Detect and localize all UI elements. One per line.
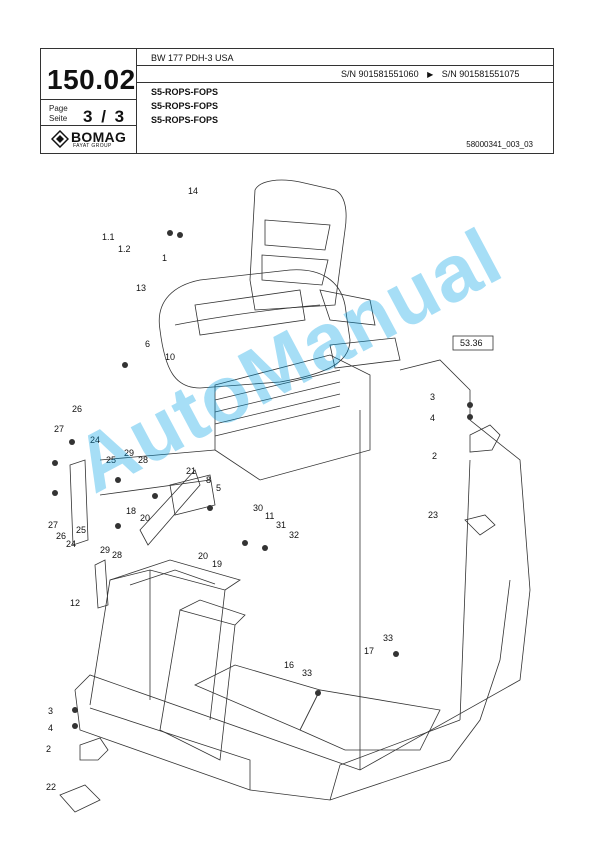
callout-label: 26 [56,531,66,541]
callout-label: 33 [383,633,393,643]
serial-range: S/N 901581551060 ▶ S/N 901581551075 [341,69,519,79]
diagram-fasteners [52,230,473,729]
callout-label: 29 [124,448,134,458]
brand-name: BOMAG [71,129,127,145]
callout-label: 5 [216,483,221,493]
callout-label: 17 [364,646,374,656]
callout-label: 14 [188,186,198,196]
header-box: 150.02 Page Seite 3 / 3 BOMAG FAYAT GROU… [40,48,554,154]
drawing-number: 58000341_003_03 [466,140,533,149]
brand-group: FAYAT GROUP [73,143,112,149]
callout-label: 1 [162,253,167,263]
callout-label: 27 [54,424,64,434]
diagram-linework [59,179,531,813]
callout-label: 6 [145,339,150,349]
serial-from: S/N 901581551060 [341,69,419,79]
variant-line: S5-ROPS-FOPS [151,115,219,125]
exploded-parts-diagram: 14 1.1 1.2 1 13 6 10 26 27 24 25 29 28 2… [46,179,531,813]
model-name: BW 177 PDH-3 USA [151,53,234,63]
header-divider [136,82,554,83]
reference-box-label: 53.36 [460,338,483,348]
page-label: Page [49,104,68,113]
callout-label: 2 [46,744,51,754]
callout-label: 19 [212,559,222,569]
callout-label: 24 [90,435,100,445]
header-divider [41,125,136,126]
callout-label: 23 [428,510,438,520]
arrow-right-icon: ▶ [427,70,434,79]
reference-box: 53.36 [452,335,494,351]
callout-label: 29 [100,545,110,555]
callout-label: 25 [76,525,86,535]
callout-label: 24 [66,539,76,549]
header-divider [136,49,137,153]
callout-label: 16 [284,660,294,670]
bomag-diamond-icon [51,130,69,148]
callout-label: 1.1 [102,232,115,242]
page-counter: 3 / 3 [83,107,124,127]
callout-label: 31 [276,520,286,530]
callout-label: 30 [253,503,263,513]
callout-label: 28 [112,550,122,560]
page-current: 3 [83,107,93,126]
callout-label: 2 [432,451,437,461]
callout-label: 21 [186,466,196,476]
callout-label: 11 [265,511,274,521]
callout-label: 12 [70,598,80,608]
callout-label: 33 [302,668,312,678]
callout-label: 4 [48,723,53,733]
page-total: 3 [114,107,125,126]
seite-label: Seite [49,114,68,123]
callout-label: 13 [136,283,146,293]
header-divider [136,65,554,66]
callout-label: 27 [48,520,58,530]
brand-logo: BOMAG FAYAT GROUP [51,129,131,151]
callout-label: 22 [46,782,56,792]
variant-line: S5-ROPS-FOPS [151,87,219,97]
callout-label: 20 [198,551,208,561]
callout-label: 18 [126,506,136,516]
callout-label: 20 [140,513,150,523]
callout-label: 4 [430,413,435,423]
callout-label: 25 [106,455,116,465]
callout-label: 28 [138,455,148,465]
callout-label: 3 [48,706,53,716]
callout-label: 32 [289,530,299,540]
callout-labels: 14 1.1 1.2 1 13 6 10 26 27 24 25 29 28 2… [46,186,438,792]
header-divider [41,99,136,100]
variant-line: S5-ROPS-FOPS [151,101,219,111]
callout-label: 1.2 [118,244,131,254]
serial-to: S/N 901581551075 [441,69,520,79]
callout-label: 10 [165,352,175,362]
page-separator: / [101,107,106,126]
page-number: 150.02 [47,64,136,95]
callout-label: 8 [206,475,211,485]
callout-label: 3 [430,392,435,402]
callout-label: 26 [72,404,82,414]
